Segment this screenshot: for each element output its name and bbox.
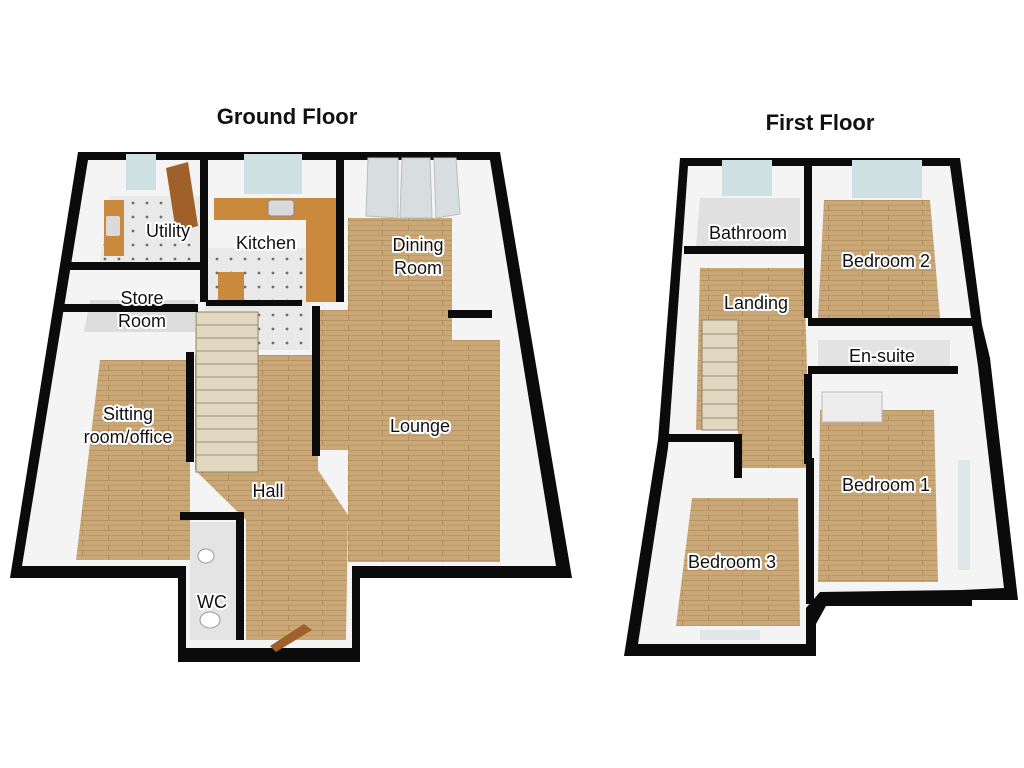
wall-bed3-right: [734, 434, 742, 478]
sitting-room-label-line1: Sitting: [103, 404, 153, 424]
ground-floor-title: Ground Floor: [217, 104, 358, 129]
back-door: [166, 162, 198, 232]
window-utility: [126, 154, 156, 190]
sitting-room-label-line2: room/office: [84, 427, 173, 447]
wall-bed3-top: [660, 434, 740, 442]
sitting-room-floor: [76, 360, 190, 560]
bathroom-floor: [696, 198, 800, 246]
window-kitchen: [244, 154, 302, 194]
ground-floor: Ground Floor Utility Kitchen Dining Room…: [10, 104, 572, 662]
wall-store-top: [66, 262, 200, 270]
kitchen-counter-island: [218, 272, 244, 302]
dining-room-label-line2: Room: [394, 258, 442, 278]
wall-dining-pier: [448, 310, 492, 318]
front-door: [270, 624, 312, 652]
bedroom-1-floor: [818, 410, 938, 582]
kitchen-label: Kitchen: [236, 233, 296, 253]
patio-doors-dining: [365, 157, 461, 219]
wall-kitchen-bottom: [206, 300, 302, 306]
first-floor-staircase: [701, 319, 739, 431]
wall-lounge-left: [312, 306, 320, 456]
ground-floor-staircase: [195, 311, 259, 473]
store-room-label-line1: Store: [120, 288, 163, 308]
utility-label: Utility: [146, 221, 190, 241]
en-suite-floor: [818, 340, 950, 372]
wc-label: WC: [197, 592, 227, 612]
window-bathroom: [722, 160, 772, 196]
store-room-label-line2: Room: [118, 311, 166, 331]
first-floor: First Floor Bathroom Bedroom 2 Landing E…: [624, 110, 1018, 656]
wc-toilet: [199, 611, 221, 629]
wall-utility-kitchen: [200, 152, 208, 302]
wall-sitting-right: [186, 352, 194, 462]
wall-bath-bottom: [684, 246, 810, 254]
wall-bed1-left: [804, 374, 812, 464]
bedroom-2-label: Bedroom 2: [842, 251, 930, 271]
kitchen-counter-right: [306, 198, 336, 302]
hall-label: Hall: [252, 481, 283, 501]
wc-basin: [197, 548, 215, 564]
lounge-dining-floor: [318, 218, 500, 562]
bedroom-3-label: Bedroom 3: [688, 552, 776, 572]
wall-kitchen-dining: [336, 152, 344, 302]
en-suite-label: En-suite: [849, 346, 915, 366]
wall-store-bottom: [58, 304, 198, 312]
wall-bed1-lower-left: [806, 458, 814, 604]
kitchen-sink: [267, 199, 295, 217]
first-floor-title: First Floor: [766, 110, 875, 135]
bedroom-1-label: Bedroom 1: [842, 475, 930, 495]
landing-label: Landing: [724, 293, 788, 313]
window-bedroom-3: [700, 630, 760, 640]
wall-wc-right: [236, 520, 244, 640]
wall-wc-top: [180, 512, 244, 520]
lounge-label: Lounge: [390, 416, 450, 436]
window-bedroom-2: [852, 160, 922, 198]
window-bedroom-1-side: [958, 460, 970, 570]
wall-ensuite-bottom: [808, 366, 958, 374]
wall-bed2-bottom: [808, 318, 978, 326]
bedroom-1-wardrobe: [821, 391, 883, 423]
bedroom-2-floor: [818, 200, 940, 318]
dining-room-label-line1: Dining: [392, 235, 443, 255]
bedroom-3-floor: [676, 498, 800, 626]
bathroom-label: Bathroom: [709, 223, 787, 243]
wall-bath-bed2: [804, 158, 812, 318]
utility-sink: [106, 216, 120, 236]
